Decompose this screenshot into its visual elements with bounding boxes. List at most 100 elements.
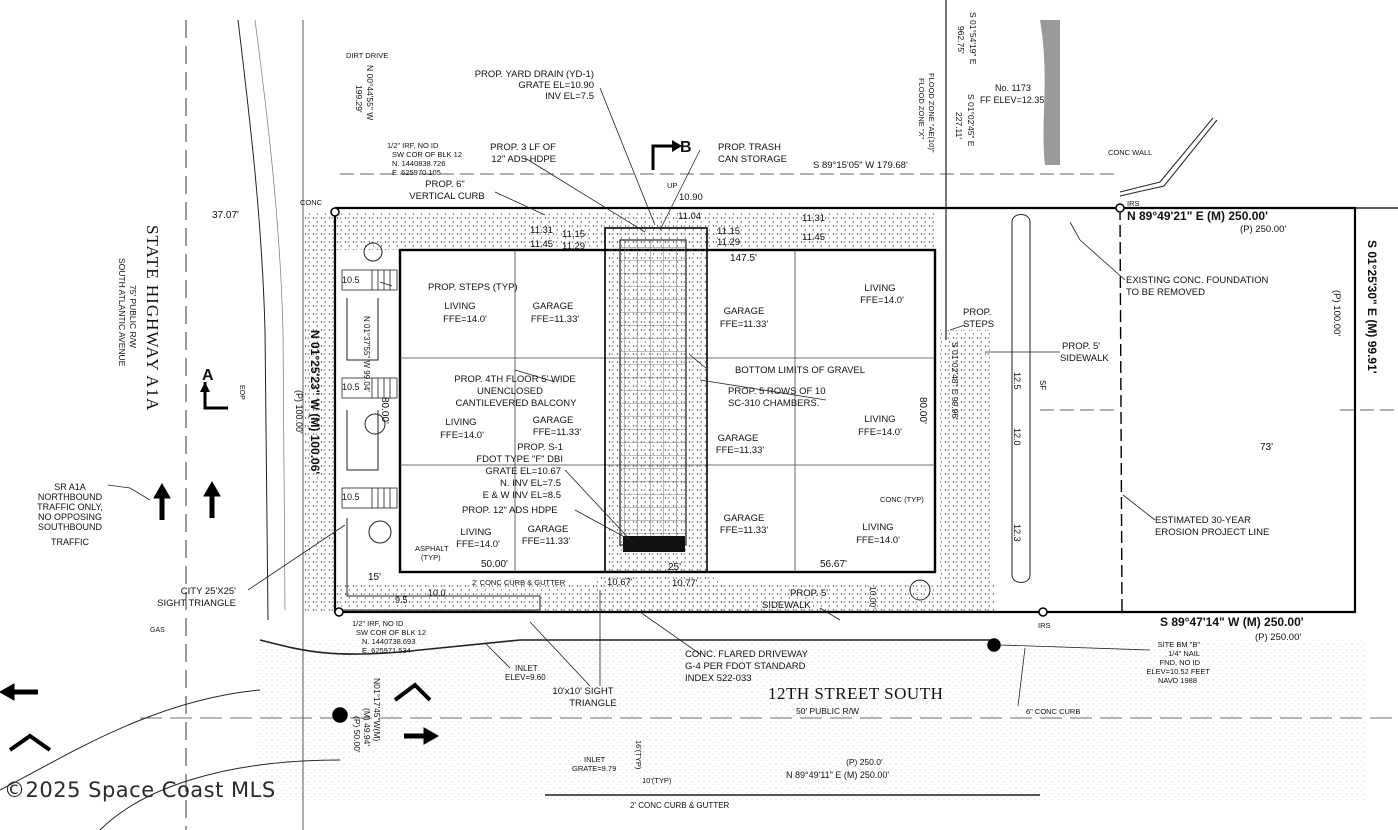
west-steps: [341, 269, 398, 509]
unit-type: LIVING: [460, 527, 491, 538]
highway-name: STATE HIGHWAY A1A: [143, 225, 162, 411]
unit-ffe: FFE=11.33': [522, 536, 571, 547]
svg-text:11.29: 11.29: [562, 241, 585, 252]
svg-text:ELEV=9.60: ELEV=9.60: [505, 673, 546, 682]
unit-ffe: FFE=11.33': [716, 445, 765, 456]
dim-105c: 10.5: [342, 492, 360, 502]
svg-text:11.04: 11.04: [678, 211, 701, 222]
lot-no: No. 1173: [995, 83, 1031, 93]
svg-text:PROP. 5': PROP. 5': [1062, 341, 1100, 352]
unit-ffe: FFE=14.0': [860, 295, 904, 306]
flood-ae: FLOOD ZONE "AE(10)": [927, 73, 936, 153]
svg-text:10.90: 10.90: [679, 192, 703, 203]
chambers-note: PROP. 5 ROWS OF 10 SC-310 CHAMBERS.: [728, 386, 826, 409]
svg-text:CITY 25'X25': CITY 25'X25': [181, 586, 236, 597]
unit-type: GARAGE: [718, 433, 759, 444]
svg-text:NO OPPOSING: NO OPPOSING: [38, 512, 102, 522]
unit-labels: LIVING FFE=14.0' GARAGE FFE=11.33' GARAG…: [440, 283, 904, 550]
street-curb: 2' CONC CURB & GUTTER: [630, 801, 730, 810]
highway-alt: SOUTH ATLANTIC AVENUE: [117, 258, 127, 367]
conc-label: CONC: [300, 198, 323, 207]
unit-ffe: FFE=14.0': [440, 430, 484, 441]
steps-typ-note: PROP. STEPS (TYP): [428, 282, 518, 293]
unit-type: LIVING: [444, 301, 475, 312]
svg-text:E. 625970.105: E. 625970.105: [392, 168, 441, 177]
svg-text:CAN STORAGE: CAN STORAGE: [718, 154, 787, 165]
highway-row: 75' PUBLIC R/W: [128, 285, 138, 348]
benchmark-note: SITE BM "B" 1/4" NAIL FND, NO ID ELEV=10…: [1146, 640, 1210, 685]
steps-e-note: PROP. STEPS: [963, 307, 994, 330]
svg-text:1/4" NAIL: 1/4" NAIL: [1168, 649, 1200, 658]
lot-ff: FF ELEV=12.35: [980, 95, 1044, 105]
svg-text:PROP.: PROP.: [963, 307, 991, 318]
spacing-typ2: 16'(TYP): [634, 740, 643, 770]
svg-text:VERTICAL CURB: VERTICAL CURB: [409, 191, 485, 202]
west-p: (P) 100.00': [294, 390, 304, 434]
svg-text:N. INV EL=7.5: N. INV EL=7.5: [500, 478, 561, 489]
eop-label: EOP: [238, 385, 245, 400]
gravel-note: BOTTOM LIMITS OF GRAVEL: [735, 365, 865, 376]
svg-text:UNENCLOSED: UNENCLOSED: [477, 386, 543, 397]
street-row: 50' PUBLIC R/W: [796, 706, 859, 716]
conc-wall-label: CONC WALL: [1108, 148, 1152, 157]
dim-3707: 37.07': [212, 210, 239, 221]
street-west-bearing: N01°17'45"W(M): [372, 678, 382, 741]
svg-text:PROP. S-1: PROP. S-1: [517, 442, 563, 453]
svg-text:ELEV=10.52 FEET: ELEV=10.52 FEET: [1146, 667, 1210, 676]
irs-north: IRS: [1127, 199, 1140, 208]
east-sidewalk: [940, 330, 992, 588]
unit-ffe: FFE=14.0': [456, 539, 500, 550]
unit-type: GARAGE: [533, 415, 574, 426]
svg-text:10'x10' SIGHT: 10'x10' SIGHT: [552, 686, 613, 697]
svg-text:INV EL=7.5: INV EL=7.5: [545, 91, 594, 102]
dim-95-loop: 9.5: [395, 595, 408, 605]
svg-text:E & W INV EL=8.5: E & W INV EL=8.5: [483, 490, 561, 501]
west-bearing: N 01°25'23" W (M) 100.06': [308, 330, 322, 474]
mls-watermark: ©2025 Space Coast MLS: [4, 778, 276, 802]
property-boundary: [333, 206, 1357, 614]
irs-south: IRS: [1038, 621, 1051, 630]
highway-edge-west: [237, 19, 269, 621]
svg-text:EXISTING CONC. FOUNDATION: EXISTING CONC. FOUNDATION: [1126, 275, 1268, 286]
unit-ffe: FFE=11.33': [720, 319, 769, 330]
curb-northwest: [259, 639, 990, 655]
ne-dist2: 227.11': [954, 112, 964, 139]
svg-text:PROP. TRASH: PROP. TRASH: [718, 142, 781, 153]
dim-100b: 10.00': [868, 586, 878, 609]
north-dist2: 199.29': [354, 85, 364, 113]
svg-text:SC-310 CHAMBERS.: SC-310 CHAMBERS.: [728, 398, 819, 409]
svg-text:TRIANGLE: TRIANGLE: [569, 698, 617, 709]
svg-text:FDOT TYPE "F" DBI: FDOT TYPE "F" DBI: [476, 454, 563, 465]
west-walkway: [305, 245, 335, 585]
sidewalk-s-note: PROP. 5' SIDEWALK: [762, 588, 828, 611]
unit-type: GARAGE: [533, 301, 574, 312]
svg-text:EROSION PROJECT LINE: EROSION PROJECT LINE: [1155, 527, 1269, 538]
dim-mid: N 01°37'55" W 99.04': [362, 316, 371, 392]
unit-type: GARAGE: [724, 306, 765, 317]
curb-conc-note: 6" CONC CURB: [1026, 707, 1080, 716]
svg-text:11.31: 11.31: [802, 213, 825, 224]
street-pavement: [255, 640, 1365, 800]
elevation-labels: 11.31 11.45 11.15 11.29 11.04 10.90 11.1…: [530, 192, 825, 252]
svg-text:TO BE REMOVED: TO BE REMOVED: [1126, 287, 1205, 298]
street-sw-curve2: [99, 759, 341, 830]
curb-gutter: 2' CONC CURB & GUTTER: [472, 578, 566, 587]
foundation-note: EXISTING CONC. FOUNDATION TO BE REMOVED: [1126, 275, 1268, 298]
balcony-note: PROP. 4TH FLOOR 5' WIDE UNENCLOSED CANTI…: [454, 374, 577, 409]
inlet-note: INLET ELEV=9.60: [505, 664, 546, 682]
yard-drain-note: PROP. YARD DRAIN (YD-1) GRATE EL=10.90 I…: [475, 69, 594, 102]
ne-bearing2: S 01°02'45" E: [966, 94, 976, 147]
a-label: A: [202, 367, 214, 384]
dim-125: 12.5: [1012, 372, 1022, 390]
south-p: (P) 250.00': [1255, 632, 1301, 643]
svg-text:SR A1A: SR A1A: [54, 482, 86, 492]
street-bearing: N 89°49'11" E (M) 250.00': [786, 770, 889, 780]
svg-text:PROP. 3 LF OF: PROP. 3 LF OF: [490, 142, 556, 153]
unit-type: LIVING: [862, 522, 893, 533]
svg-text:11.45: 11.45: [530, 239, 553, 250]
svg-text:PROP. YARD DRAIN (YD-1): PROP. YARD DRAIN (YD-1): [475, 69, 594, 80]
unit-type: LIVING: [445, 417, 476, 428]
dim-105a: 10.5: [342, 275, 360, 285]
sf-label: SF: [1038, 380, 1047, 390]
